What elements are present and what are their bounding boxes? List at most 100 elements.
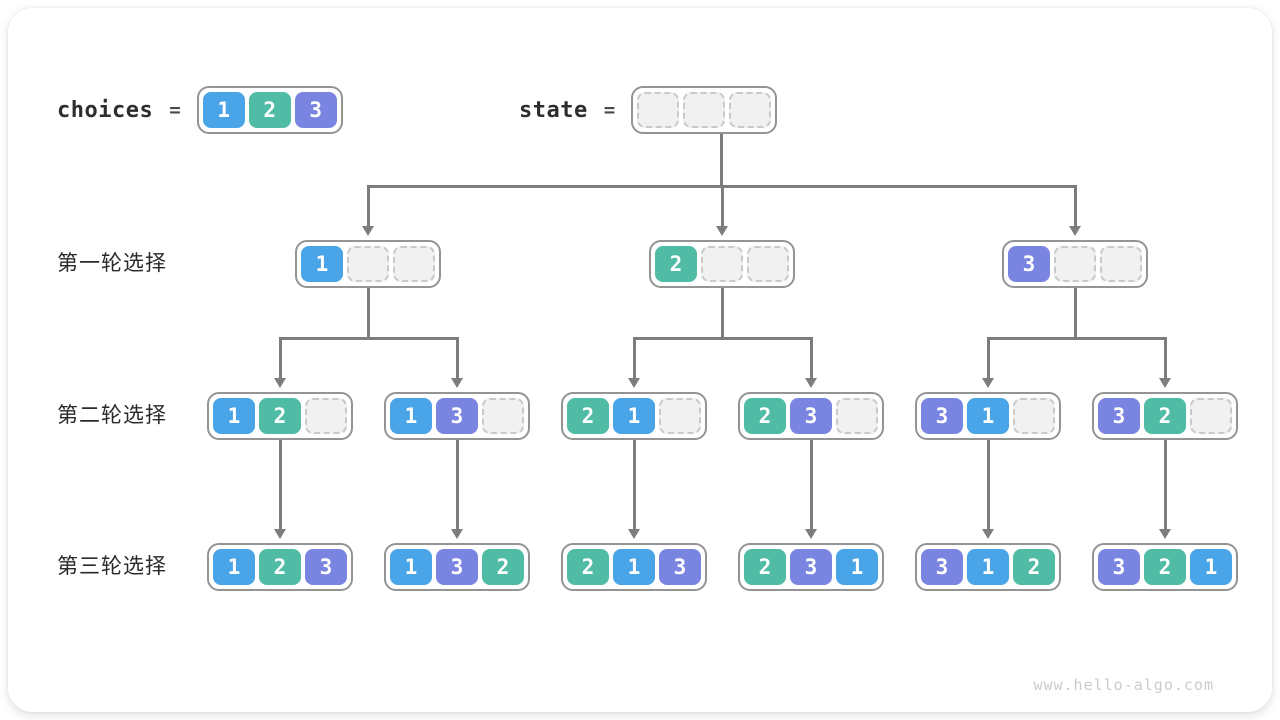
arrow-down-icon [455,337,459,379]
state-node-round1: 3 [1002,240,1148,288]
empty-cell [683,92,726,128]
arrow-down-icon [632,337,636,379]
value-cell: 1 [390,398,432,434]
value-cell: 3 [790,398,832,434]
tree-edge-branch [986,337,1167,340]
value-cell: 2 [567,398,609,434]
value-cell: 1 [613,549,655,585]
value-cell: 2 [744,549,786,585]
empty-cell [482,398,524,434]
arrow-down-icon [986,337,990,379]
value-cell: 2 [567,549,609,585]
tree-edge-root-stub [719,134,723,188]
value-cell: 3 [790,549,832,585]
value-cell: 2 [1144,398,1186,434]
state-array-node [631,86,778,134]
arrow-down-icon [1163,337,1167,379]
empty-cell [1190,398,1232,434]
tree-edge-branch [632,337,813,340]
arrow-down-icon [1073,185,1077,227]
empty-cell [1013,398,1055,434]
value-cell: 1 [613,398,655,434]
state-equals-sign: = [603,99,616,121]
tree-edge-stub [1073,288,1077,340]
value-cell: 1 [390,549,432,585]
tree-edge-stub [720,288,724,340]
empty-cell [637,92,680,128]
value-cell: 1 [213,398,255,434]
arrow-down-icon [455,440,459,530]
empty-cell [393,246,435,282]
empty-cell [305,398,347,434]
tree-edge-stub [366,288,370,340]
value-cell: 2 [482,549,524,585]
value-cell: 1 [301,246,343,282]
arrow-down-icon [366,185,370,227]
arrow-down-icon [720,185,724,227]
value-cell: 2 [259,398,301,434]
value-cell: 3 [436,549,478,585]
value-cell: 3 [921,398,963,434]
value-cell: 3 [1008,246,1050,282]
value-cell: 3 [921,549,963,585]
value-cell: 2 [1144,549,1186,585]
choices-equals-sign: = [169,99,181,121]
value-cell: 3 [659,549,701,585]
value-cell: 2 [1013,549,1055,585]
value-cell: 2 [259,549,301,585]
value-cell: 3 [305,549,347,585]
value-cell: 2 [744,398,786,434]
arrow-down-icon [809,440,813,530]
arrow-down-icon [278,440,282,530]
empty-cell [347,246,389,282]
value-cell: 1 [202,92,245,128]
value-cell: 3 [436,398,478,434]
value-cell: 1 [967,398,1009,434]
round-3-label: 第三轮选择 [57,555,167,578]
round-2-label: 第二轮选择 [57,404,167,427]
choices-label: choices [57,97,154,123]
value-cell: 3 [294,92,337,128]
empty-cell [659,398,701,434]
value-cell: 1 [1190,549,1232,585]
empty-cell [701,246,743,282]
round-1-label: 第一轮选择 [57,252,167,275]
watermark: www.hello-algo.com [1033,676,1214,694]
arrow-down-icon [278,337,282,379]
state-node-round1: 1 [295,240,441,288]
value-cell: 1 [836,549,878,585]
state-group: state = [519,86,778,134]
arrow-down-icon [986,440,990,530]
arrow-down-icon [1163,440,1167,530]
value-cell: 3 [1098,549,1140,585]
arrow-down-icon [809,337,813,379]
empty-cell [1100,246,1142,282]
empty-cell [1054,246,1096,282]
empty-cell [729,92,772,128]
value-cell: 1 [967,549,1009,585]
value-cell: 2 [655,246,697,282]
state-label: state [519,97,588,123]
value-cell: 3 [1098,398,1140,434]
empty-cell [836,398,878,434]
arrow-down-icon [632,440,636,530]
empty-cell [747,246,789,282]
value-cell: 1 [213,549,255,585]
state-node-round1: 2 [649,240,795,288]
